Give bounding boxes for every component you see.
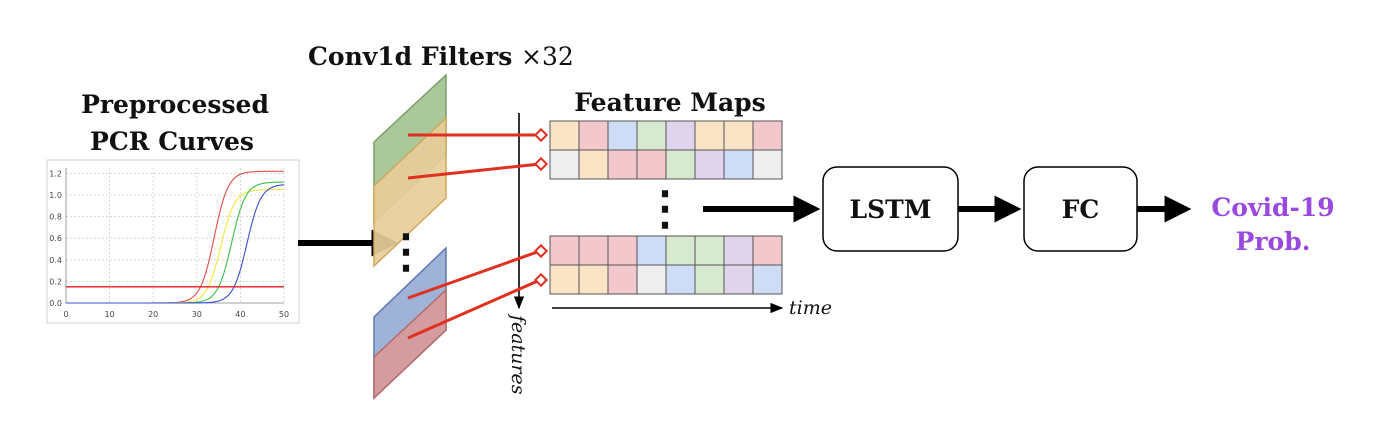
connector-2-end	[533, 156, 549, 172]
feature-cell	[752, 235, 783, 266]
pcr-x-tick-label: 20	[148, 310, 158, 319]
feature-cell	[607, 235, 638, 266]
pcr-title-line2: PCR Curves	[90, 127, 254, 156]
pcr-curve-4	[66, 184, 285, 304]
feature-cell	[723, 149, 754, 180]
feature-cell	[607, 264, 638, 295]
feature-map-grid	[549, 120, 783, 295]
pcr-x-tick-label: 10	[105, 310, 115, 319]
filters-title: Conv1d Filters ×32	[308, 42, 574, 71]
connector-4-end	[533, 272, 549, 288]
feature-cell	[694, 264, 725, 295]
feature-cell	[636, 264, 667, 295]
features-axis-label: features	[507, 313, 529, 395]
pcr-x-tick-label: 50	[279, 310, 289, 319]
pcr-curve-plot: 0 10 20 30 40 50 0.0 0.2 0.4 0.6 0.8 1.0 1.2	[46, 159, 300, 324]
feature-cell	[752, 120, 783, 151]
feature-cell	[665, 264, 696, 295]
pcr-y-tick-label: 0.0	[49, 299, 62, 308]
pcr-x-tick-label: 40	[235, 310, 245, 319]
feature-cell	[752, 149, 783, 180]
feature-cell	[636, 149, 667, 180]
connector-1-end	[533, 127, 549, 143]
feature-cell	[549, 120, 580, 151]
feature-cell	[665, 120, 696, 151]
pcr-y-tick-label: 0.4	[49, 256, 62, 265]
output-label-line2: Prob.	[1236, 227, 1311, 256]
feature-cell	[549, 264, 580, 295]
feature-cell	[607, 149, 638, 180]
output-label-line1: Covid-19	[1211, 193, 1334, 222]
feature-maps-title: Feature Maps	[574, 88, 765, 117]
feature-cell	[665, 235, 696, 266]
feature-cell	[578, 120, 609, 151]
pcr-y-tick-label: 1.2	[49, 169, 62, 178]
feature-cell	[549, 149, 580, 180]
feature-cell	[578, 264, 609, 295]
filter-top-front	[373, 116, 447, 268]
feature-maps-ellipsis: ⋮	[642, 181, 688, 235]
connector-2	[407, 162, 541, 180]
pcr-plot-frame	[46, 159, 300, 324]
connector-3-end	[533, 243, 549, 259]
pcr-x-tick-label: 30	[192, 310, 202, 319]
pcr-plot-ticks: 0 10 20 30 40 50 0.0 0.2 0.4 0.6 0.8 1.0 1.2	[49, 169, 289, 319]
pcr-title-line1: Preprocessed	[81, 90, 269, 119]
filter-connectors	[407, 127, 549, 340]
pcr-y-tick-label: 0.6	[49, 234, 62, 243]
fc-label: FC	[1062, 195, 1100, 224]
feature-cell	[723, 120, 754, 151]
pcr-x-tick-label: 0	[63, 310, 68, 319]
feature-cell	[578, 235, 609, 266]
pcr-y-tick-label: 1.0	[49, 191, 62, 200]
lstm-label: LSTM	[850, 195, 932, 224]
feature-cell	[752, 264, 783, 295]
filters-multiplier: ×32	[521, 42, 574, 71]
filters-title-text: Conv1d Filters	[308, 42, 512, 71]
feature-cell	[578, 149, 609, 180]
filters-ellipsis: ⋮	[383, 224, 429, 278]
filter-bottom-front	[373, 288, 447, 400]
feature-cell	[694, 120, 725, 151]
feature-cell	[723, 264, 754, 295]
pcr-y-tick-label: 0.2	[49, 277, 62, 286]
feature-cell	[694, 235, 725, 266]
feature-cell	[607, 120, 638, 151]
feature-cell	[636, 235, 667, 266]
feature-cell	[723, 235, 754, 266]
feature-cell	[694, 149, 725, 180]
pcr-y-tick-label: 0.8	[49, 213, 62, 222]
feature-cell	[665, 149, 696, 180]
connector-3	[407, 249, 541, 300]
feature-cell	[636, 120, 667, 151]
feature-cell	[549, 235, 580, 266]
pcr-plot-curves	[66, 170, 285, 304]
connector-4	[407, 278, 541, 340]
time-axis-label: time	[789, 297, 832, 319]
